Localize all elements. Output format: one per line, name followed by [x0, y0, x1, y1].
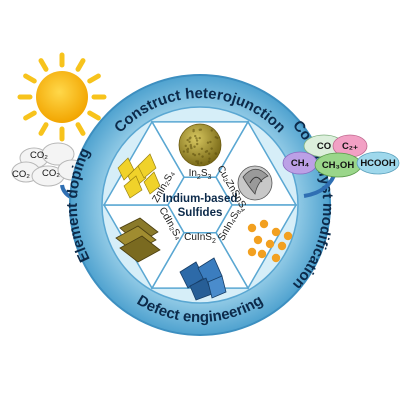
orange-particle — [253, 235, 263, 245]
sun-icon — [17, 52, 107, 142]
texture-dot — [189, 145, 193, 148]
texture-dot — [196, 142, 199, 146]
center-title-line1: Indium-based — [163, 193, 238, 205]
cuins2-label: CuInS2 — [184, 232, 216, 245]
texture-dot — [204, 150, 208, 153]
orange-particle — [283, 231, 293, 241]
texture-dot — [209, 140, 212, 144]
texture-dot — [195, 139, 199, 142]
in2s3-label: In2S3 — [189, 168, 212, 181]
texture-dot — [184, 144, 187, 148]
snin4s8-particles-image — [247, 219, 293, 263]
texture-dot — [208, 157, 211, 160]
cdin2s4-plates-image — [115, 217, 161, 263]
product-hcooh-label: HCOOH — [360, 158, 396, 169]
texture-dot — [182, 150, 186, 153]
texture-dot — [188, 140, 191, 144]
texture-dot — [197, 153, 201, 156]
product-co-label: CO — [317, 141, 331, 152]
texture-dot — [194, 134, 197, 138]
product-ch3oh-label: CH₃OH — [322, 160, 355, 171]
product-hcooh-bubble — [356, 151, 400, 175]
orange-particle — [257, 249, 267, 259]
znin2s4-flakes-image — [117, 153, 161, 199]
orange-particle — [265, 239, 275, 249]
center-hexagon — [167, 176, 233, 234]
texture-dot — [196, 160, 200, 163]
sun-ray — [23, 73, 37, 84]
in2s3-particle-image — [178, 123, 222, 167]
sun-ray — [38, 58, 49, 72]
co2-label: CO₂ — [12, 169, 30, 180]
orange-particle — [247, 247, 257, 257]
sun-ray — [23, 110, 37, 121]
orange-particle — [271, 227, 281, 237]
texture-dot — [193, 153, 197, 157]
co2-label: CO₂ — [30, 150, 48, 161]
sun-ray — [75, 122, 86, 136]
sun-ray — [75, 58, 86, 72]
texture-dot — [207, 152, 211, 155]
texture-dot — [192, 128, 195, 132]
texture-dot — [201, 155, 204, 158]
texture-dot — [198, 128, 201, 131]
texture-dot — [196, 162, 200, 165]
product-c2-label: C₂₊ — [342, 141, 358, 152]
product-ch4-label: CH₄ — [291, 158, 310, 169]
texture-dot — [214, 152, 218, 155]
center-title-line2: Sulfides — [178, 207, 223, 219]
texture-dot — [186, 147, 190, 151]
texture-dot — [210, 129, 213, 132]
orange-particle — [247, 223, 257, 233]
texture-dot — [200, 161, 203, 165]
texture-dot — [210, 147, 213, 150]
texture-dot — [207, 160, 211, 163]
orange-particle — [259, 219, 269, 229]
texture-dot — [189, 136, 192, 139]
orange-particle — [277, 241, 287, 251]
sun-ray — [87, 110, 101, 121]
products-cluster: CO C₂₊ CH₄ CH₃OH HCOOH — [282, 134, 400, 178]
texture-dot — [186, 150, 189, 154]
orange-particle — [271, 253, 281, 263]
texture-dot — [214, 135, 217, 139]
cu2znsns4-flower-image — [237, 165, 273, 201]
texture-dot — [193, 145, 196, 148]
cuins2-crystals-image — [179, 257, 227, 301]
texture-dot — [186, 138, 189, 142]
sun-ray — [38, 122, 49, 136]
co2-label: CO₂ — [42, 168, 60, 179]
texture-dot — [198, 136, 201, 140]
sun-ray — [87, 73, 101, 84]
texture-dot — [200, 147, 204, 151]
texture-dot — [206, 141, 210, 144]
texture-dot — [195, 137, 198, 140]
